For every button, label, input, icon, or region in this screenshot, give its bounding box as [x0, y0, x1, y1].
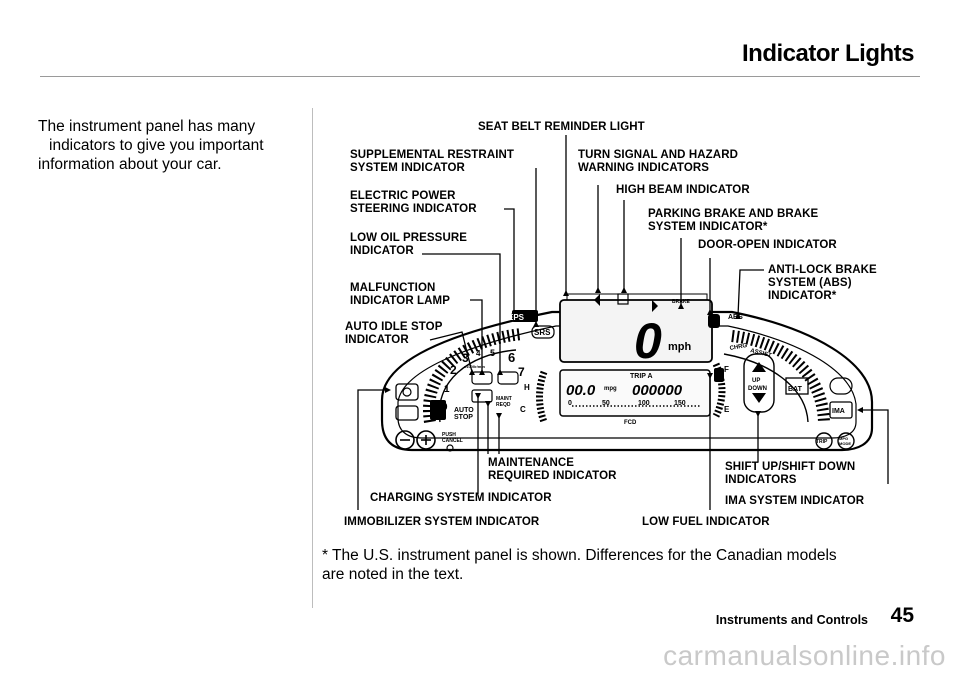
tach-2: 2	[450, 363, 457, 377]
push-cancel-line1: PUSH	[442, 432, 456, 438]
abs-label: ABS	[728, 314, 743, 321]
fcd-label: FCD	[624, 420, 637, 426]
callout-door-open: DOOR-OPEN INDICATOR	[698, 239, 837, 251]
assist-label: ASSIST	[750, 348, 773, 359]
callout-maintenance: MAINTENANCE REQUIRED INDICATOR	[488, 457, 617, 482]
srs-label: SRS	[534, 328, 551, 337]
footnote-line: * The U.S. instrument panel is shown. Di…	[322, 547, 837, 564]
footnote: * The U.S. instrument panel is shown. Di…	[322, 546, 902, 584]
callout-parking-brake: PARKING BRAKE AND BRAKE SYSTEM INDICATOR…	[648, 208, 819, 233]
title-rule	[40, 76, 920, 77]
footnote-line: are noted in the text.	[322, 566, 464, 583]
tach-6: 6	[508, 350, 515, 365]
callout-eps: ELECTRIC POWER STEERING INDICATOR	[350, 190, 477, 215]
callout-srs: SUPPLEMENTAL RESTRAINT SYSTEM INDICATOR	[350, 149, 515, 174]
trip-button-label: TRIP	[816, 439, 828, 445]
intro-line: information about your car.	[38, 156, 222, 173]
column-divider	[312, 108, 313, 608]
trip-unit: mpg	[604, 386, 617, 392]
maint-line1: MAINT	[496, 396, 512, 402]
tach-0: 0	[442, 402, 448, 413]
speed-digit: 0	[634, 313, 662, 369]
callout-seat-belt: SEAT BELT REMINDER LIGHT	[478, 121, 645, 133]
auto-stop-line2: STOP	[454, 414, 473, 421]
trip-label: TRIP A	[630, 373, 653, 380]
callout-malfunction: MALFUNCTION INDICATOR LAMP	[350, 282, 450, 307]
callout-shift: SHIFT UP/SHIFT DOWN INDICATORS	[725, 461, 856, 486]
callout-high-beam: HIGH BEAM INDICATOR	[616, 184, 750, 196]
callout-charging: CHARGING SYSTEM INDICATOR	[370, 492, 552, 504]
callout-auto-idle: AUTO IDLE STOP INDICATOR	[345, 321, 443, 346]
tach-4: 4	[476, 349, 481, 358]
callout-ima: IMA SYSTEM INDICATOR	[725, 495, 865, 507]
battery-label: BAT	[788, 386, 803, 393]
mode-line1: MPG	[839, 436, 848, 441]
page-title: Indicator Lights	[742, 40, 915, 67]
eps-label: EPS	[508, 313, 525, 322]
ima-label: IMA	[832, 408, 845, 415]
tach-unit: x1000r/min	[464, 364, 485, 369]
instrument-panel-illustration: 0 mph TRIP A 00.0 mpg 000000 0 50 100 15…	[357, 135, 889, 510]
instrument-panel-figure: 0 mph TRIP A 00.0 mpg 000000 0 50 100 15…	[312, 110, 912, 540]
intro-paragraph: The instrument panel has many indicators…	[38, 117, 288, 174]
callout-turn-signal: TURN SIGNAL AND HAZARD WARNING INDICATOR…	[578, 149, 738, 174]
tach-1: 1	[444, 384, 450, 395]
intro-line: The instrument panel has many	[38, 118, 256, 135]
speed-unit: mph	[668, 341, 692, 353]
charge-label: CHRG	[729, 343, 748, 352]
watermark: carmanualsonline.info	[663, 640, 946, 671]
temp-cold: C	[520, 405, 526, 414]
intro-line: indicators to give you important	[49, 137, 264, 154]
fuel-empty: E	[724, 405, 730, 414]
mode-line2: MODE	[839, 441, 851, 446]
tach-7: 7	[518, 365, 525, 379]
scale-50: 50	[602, 400, 610, 407]
push-cancel-line2: CANCEL	[442, 438, 463, 444]
scale-150: 150	[674, 400, 686, 407]
footer-section-title: Instruments and Controls	[715, 613, 868, 627]
trip-value: 00.0	[566, 382, 596, 399]
callout-abs: ANTI-LOCK BRAKE SYSTEM (ABS) INDICATOR*	[768, 264, 877, 302]
shift-up-label: UP	[752, 378, 760, 384]
tach-3: 3	[462, 351, 469, 365]
page-number: 45	[890, 604, 914, 627]
temp-hot: H	[524, 383, 530, 392]
shift-down-label: DOWN	[748, 386, 767, 392]
auto-stop-line1: AUTO	[454, 407, 474, 414]
maint-line2: REQD	[496, 402, 511, 408]
callout-low-fuel: LOW FUEL INDICATOR	[642, 516, 770, 528]
fuel-full: F	[724, 365, 729, 374]
brake-label: BRAKE	[672, 299, 690, 305]
odometer: 000000	[632, 382, 683, 399]
tach-5: 5	[490, 348, 495, 358]
scale-100: 100	[638, 400, 650, 407]
callout-immobilizer: IMMOBILIZER SYSTEM INDICATOR	[344, 516, 540, 528]
callout-low-oil: LOW OIL PRESSURE INDICATOR	[350, 232, 468, 257]
scale-0: 0	[568, 400, 572, 407]
